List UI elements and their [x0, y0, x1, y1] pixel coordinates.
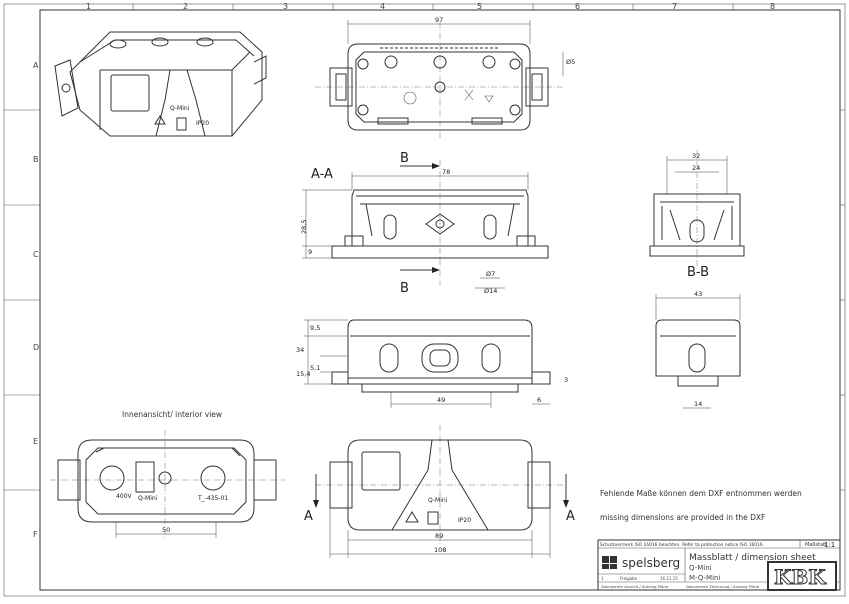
section-aa-b-top: B: [400, 151, 409, 166]
interior-view: Innenansicht/ interior view 400V Q-Mini …: [50, 410, 285, 540]
interior-label-t435: T_-435-01: [197, 495, 228, 502]
title-small4: Dokumente Ansicht / Anhang Pläne: [601, 584, 669, 589]
dim-front-15-4: 15,4: [296, 370, 310, 378]
title-block: Schutzvermerk ISO 16016 beachten. Refer …: [597, 539, 841, 591]
grid-row-d: D: [33, 343, 39, 352]
bottom-qmini-label: Q-Mini: [428, 497, 448, 504]
dim-hole-5: Ø5: [566, 58, 575, 66]
title-scale-label: Maßstab: [805, 542, 826, 548]
side-view: 43 14: [655, 290, 741, 409]
bottom-view: Q-Mini IP20 A A 89 108: [304, 425, 575, 558]
note-de: Fehlende Maße können dem DXF entnommen w…: [600, 489, 802, 498]
title-main: Massblatt / dimension sheet: [689, 553, 816, 563]
grid-row-f: F: [33, 530, 38, 539]
title-small3: 16.11.15: [660, 576, 678, 581]
title-line2: M-Q-Mini: [689, 574, 720, 582]
dim-bot-89: 89: [435, 532, 443, 540]
grid-row-e: E: [33, 437, 38, 446]
dim-aa-d7: Ø7: [486, 270, 495, 278]
dim-aa-78: 78: [442, 168, 450, 176]
dim-side-14: 14: [694, 400, 702, 408]
front-view: 34 9,5 15,4 5,1 3 49 6: [296, 319, 568, 408]
grid-col-4: 4: [380, 2, 385, 11]
dim-bot-108: 108: [434, 546, 446, 554]
title-small2: Freigabe: [620, 576, 638, 581]
grid-col-3: 3: [283, 2, 288, 11]
grid-col-6: 6: [575, 2, 580, 11]
drawing-frame: [3, 3, 846, 597]
section-aa-b-bottom: B: [400, 281, 409, 296]
grid-columns: 1 2 3 4 5 6 7 8: [86, 2, 775, 11]
dim-front-3: 3: [564, 376, 568, 384]
dxf-notes: Fehlende Maße können dem DXF entnommen w…: [600, 489, 802, 522]
dim-aa-9: 9: [308, 248, 312, 256]
dim-front-49: 49: [437, 396, 445, 404]
section-aa-title: A-A: [311, 167, 333, 182]
kbk-watermark: KBK: [767, 561, 837, 591]
grid-row-a: A: [33, 61, 39, 70]
watermark-text: KBK: [774, 565, 826, 589]
dim-aa-28-5: 28,5: [300, 220, 308, 234]
iso-ip20-label: IP20: [196, 120, 209, 127]
iso-qmini-label: Q-Mini: [170, 105, 190, 112]
top-view: 97 Ø5: [315, 16, 575, 138]
title-line1: Q-Mini: [689, 564, 712, 572]
grid-row-b: B: [33, 155, 39, 164]
dim-bb-24: 24: [692, 164, 700, 172]
grid-col-1: 1: [86, 2, 91, 11]
interior-label-400v: 400V: [116, 493, 132, 500]
section-bb-title: B-B: [687, 265, 709, 280]
dim-int-50: 50: [162, 526, 170, 534]
dim-front-6: 6: [537, 396, 541, 404]
grid-col-5: 5: [477, 2, 482, 11]
title-small5: Dokumente Zeichnung / Anhang Pläne: [686, 584, 760, 589]
section-a-left: A: [304, 509, 313, 524]
grid-row-c: C: [33, 250, 39, 259]
note-en: missing dimensions are provided in the D…: [600, 513, 765, 522]
grid-col-2: 2: [183, 2, 188, 11]
grid-rows: A B C D E F: [4, 61, 845, 539]
interior-label-qmini: Q-Mini: [138, 495, 158, 502]
dim-front-5-1: 5,1: [310, 364, 320, 372]
title-scale-value: 1:1: [824, 541, 835, 549]
isometric-view: Q-Mini IP20: [54, 31, 267, 137]
section-aa-view: A-A B 78 28,5 9 B Ø7 Ø14: [300, 151, 549, 296]
dim-bb-32: 32: [692, 152, 700, 160]
bottom-ip20-label: IP20: [458, 517, 471, 524]
dim-front-9-5: 9,5: [310, 324, 320, 332]
title-brand: spelsberg: [622, 556, 680, 570]
grid-col-7: 7: [672, 2, 677, 11]
section-a-right: A: [566, 509, 575, 524]
section-bb-view: 32 24 B-B: [649, 150, 745, 280]
grid-col-8: 8: [770, 2, 775, 11]
dim-front-34: 34: [296, 346, 304, 354]
title-protection-note: Schutzvermerk ISO 16016 beachten. Refer …: [600, 542, 764, 548]
interior-view-title: Innenansicht/ interior view: [122, 410, 222, 419]
dim-top-97: 97: [435, 16, 443, 24]
title-small1: 1: [601, 576, 604, 581]
dim-aa-d14: Ø14: [484, 287, 497, 295]
dim-side-43: 43: [694, 290, 702, 298]
